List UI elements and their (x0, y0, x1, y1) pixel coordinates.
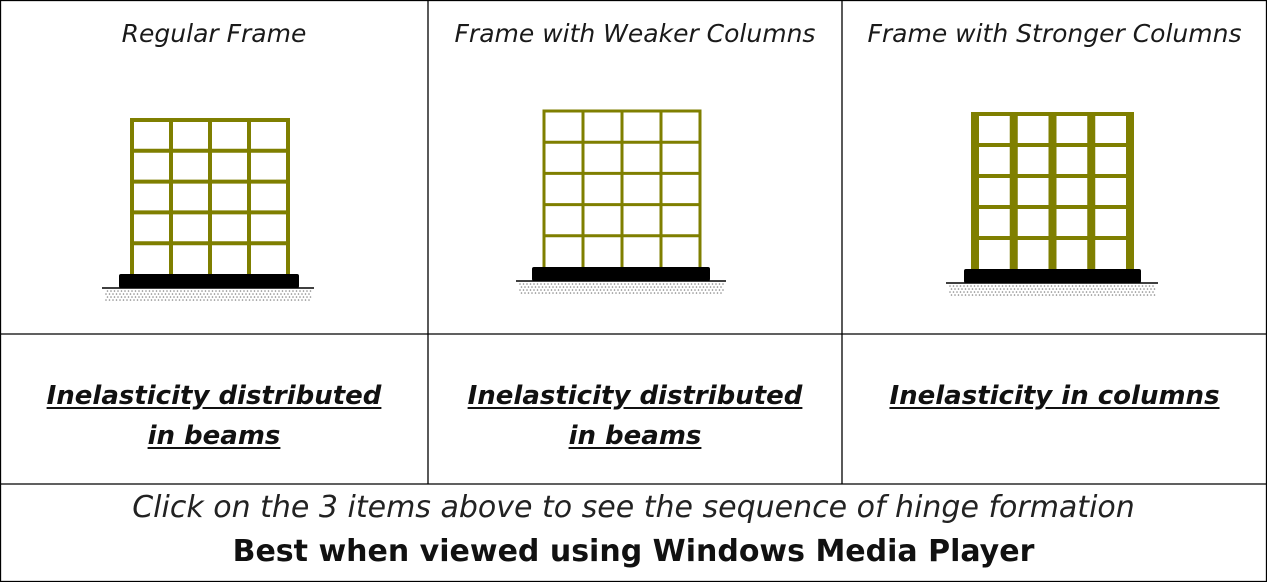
ground-hatch (949, 285, 1156, 296)
regular-frame-drawing[interactable] (0, 0, 428, 334)
link-regular-frame[interactable]: Inelasticity distributed in beams (46, 381, 382, 451)
stronger-columns-frame-drawing[interactable] (842, 0, 1267, 334)
link-stronger-columns[interactable]: Inelasticity in columns (889, 381, 1220, 411)
foundation-base (532, 267, 710, 281)
title-regular-frame: Regular Frame (121, 19, 307, 48)
foundation-base (119, 274, 299, 288)
viewer-note: Best when viewed using Windows Media Pla… (232, 534, 1035, 569)
title-weaker-columns: Frame with Weaker Columns (454, 19, 816, 48)
instruction-text: Click on the 3 items above to see the se… (132, 490, 1135, 525)
foundation-base (964, 269, 1141, 283)
link-weaker-columns[interactable]: Inelasticity distributed in beams (467, 381, 803, 451)
ground-hatch (519, 283, 724, 294)
ground-hatch (105, 290, 312, 301)
title-stronger-columns: Frame with Stronger Columns (867, 19, 1242, 48)
weaker-columns-frame-drawing[interactable] (428, 0, 842, 334)
